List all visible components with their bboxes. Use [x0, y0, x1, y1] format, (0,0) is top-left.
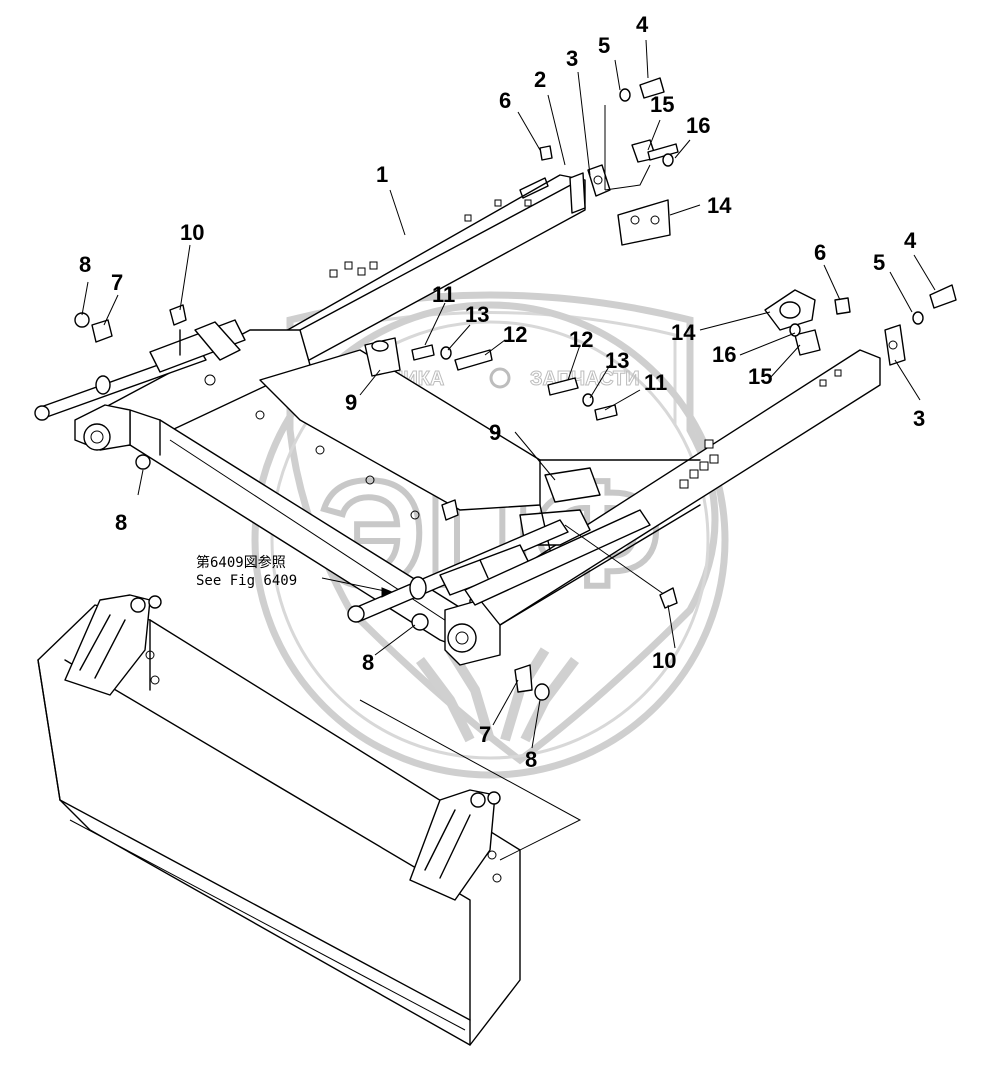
callout-8: 8: [525, 747, 537, 772]
reference-note-en: See Fig 6409: [196, 573, 297, 589]
callout-3: 3: [913, 406, 925, 431]
callout-8: 8: [115, 510, 127, 535]
callout-12: 12: [569, 327, 593, 352]
callout-13: 13: [605, 348, 629, 373]
callout-11: 11: [644, 370, 667, 395]
leader-lines: [81, 39, 936, 749]
callout-9: 9: [489, 420, 501, 445]
callout-14: 14: [671, 320, 696, 345]
callout-15: 15: [748, 364, 772, 389]
callout-12: 12: [503, 322, 527, 347]
callout-6: 6: [499, 88, 511, 113]
callout-3: 3: [566, 46, 578, 71]
callout-9: 9: [345, 390, 357, 415]
callout-numbers: 1 2 3 3 4 4 5 5 6 6 7 7 8 8 8 8 9 9 10 1…: [79, 12, 925, 772]
reference-arrow: [381, 587, 394, 598]
callout-10: 10: [180, 220, 204, 245]
reference-note-jp: 第6409図参照: [196, 554, 286, 571]
callout-14: 14: [707, 193, 732, 218]
callout-16: 16: [712, 342, 736, 367]
callout-4: 4: [636, 12, 649, 37]
callout-13: 13: [465, 302, 489, 327]
callout-6: 6: [814, 240, 826, 265]
wheat-icon: [416, 647, 579, 743]
reference-note: 第6409図参照 See Fig 6409: [196, 554, 297, 589]
small-parts: [74, 77, 957, 701]
gear-icon: [489, 367, 511, 389]
callout-16: 16: [686, 113, 710, 138]
callout-5: 5: [598, 33, 610, 58]
callout-10: 10: [652, 648, 676, 673]
lift-arm-lower: [255, 349, 881, 666]
callout-7: 7: [111, 270, 123, 295]
callout-2: 2: [534, 67, 546, 92]
callout-4: 4: [904, 228, 917, 253]
bucket: [37, 594, 582, 1046]
callout-11: 11: [432, 282, 455, 307]
callout-15: 15: [650, 92, 674, 117]
callout-7: 7: [479, 722, 491, 747]
callout-8: 8: [362, 650, 374, 675]
callout-8: 8: [79, 252, 91, 277]
callout-1: 1: [376, 162, 388, 187]
callout-5: 5: [873, 250, 885, 275]
